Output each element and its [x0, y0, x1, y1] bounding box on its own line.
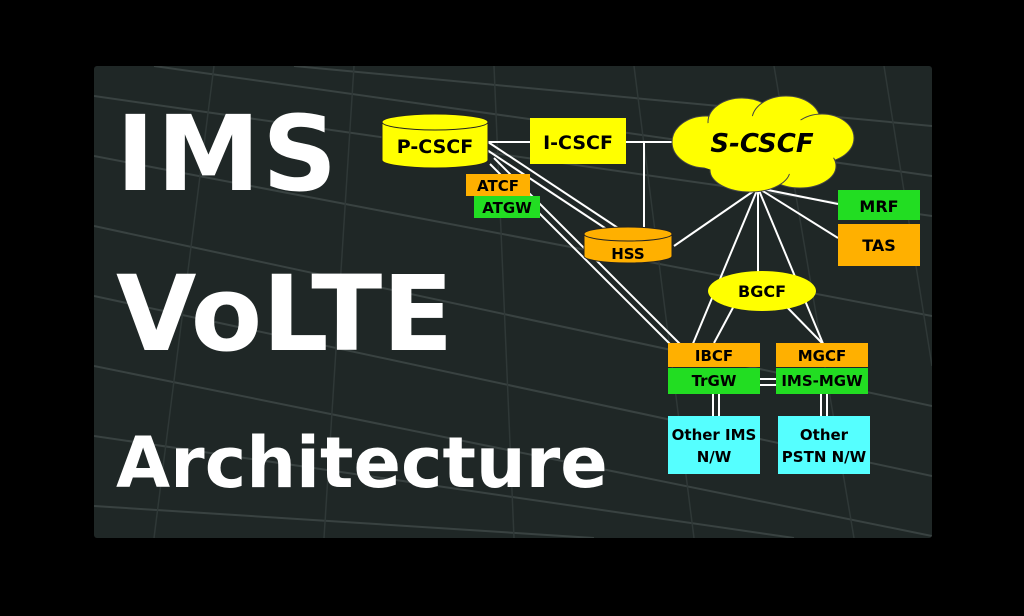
- mrf-node: MRF: [838, 190, 920, 220]
- mgcf-node: MGCF: [776, 343, 868, 367]
- atgw-label: ATGW: [482, 199, 532, 217]
- title-architecture: Architecture: [116, 422, 608, 504]
- ims-mgw-label: IMS-MGW: [781, 372, 863, 390]
- hss-node: HSS: [583, 226, 673, 264]
- other-pstn-label-2: PSTN N/W: [782, 448, 867, 466]
- i-cscf-label: I-CSCF: [543, 132, 613, 154]
- ibcf-node: IBCF: [668, 343, 760, 367]
- i-cscf-node: I-CSCF: [530, 118, 626, 164]
- s-cscf-node: S-CSCF: [671, 95, 855, 193]
- hss-label: HSS: [611, 245, 645, 263]
- tas-node: TAS: [838, 224, 920, 266]
- other-ims-label-2: N/W: [697, 448, 732, 466]
- mgcf-label: MGCF: [798, 347, 847, 365]
- other-ims-node: Other IMS N/W: [668, 416, 760, 474]
- other-pstn-node: Other PSTN N/W: [778, 416, 870, 474]
- title-volte: VoLTE: [116, 253, 454, 375]
- tas-label: TAS: [862, 236, 896, 255]
- other-ims-label-1: Other IMS: [672, 426, 757, 444]
- s-cscf-label: S-CSCF: [710, 129, 813, 159]
- ims-mgw-node: IMS-MGW: [776, 368, 868, 394]
- bgcf-node: BGCF: [708, 271, 816, 311]
- ims-architecture-diagram: P-CSCF I-CSCF S-CSCF ATCF: [381, 95, 920, 474]
- thumbnail-panel: IMS VoLTE Architecture: [94, 66, 932, 538]
- trgw-label: TrGW: [692, 372, 737, 390]
- p-cscf-label: P-CSCF: [397, 136, 473, 158]
- trgw-node: TrGW: [668, 368, 760, 394]
- atcf-label: ATCF: [477, 177, 519, 195]
- p-cscf-node: P-CSCF: [381, 113, 489, 169]
- title-ims: IMS: [116, 93, 340, 215]
- ibcf-label: IBCF: [695, 347, 733, 365]
- atcf-node: ATCF: [466, 174, 530, 196]
- mrf-label: MRF: [859, 197, 898, 216]
- bgcf-label: BGCF: [738, 282, 786, 301]
- other-pstn-label-1: Other: [800, 426, 849, 444]
- atgw-node: ATGW: [474, 196, 540, 218]
